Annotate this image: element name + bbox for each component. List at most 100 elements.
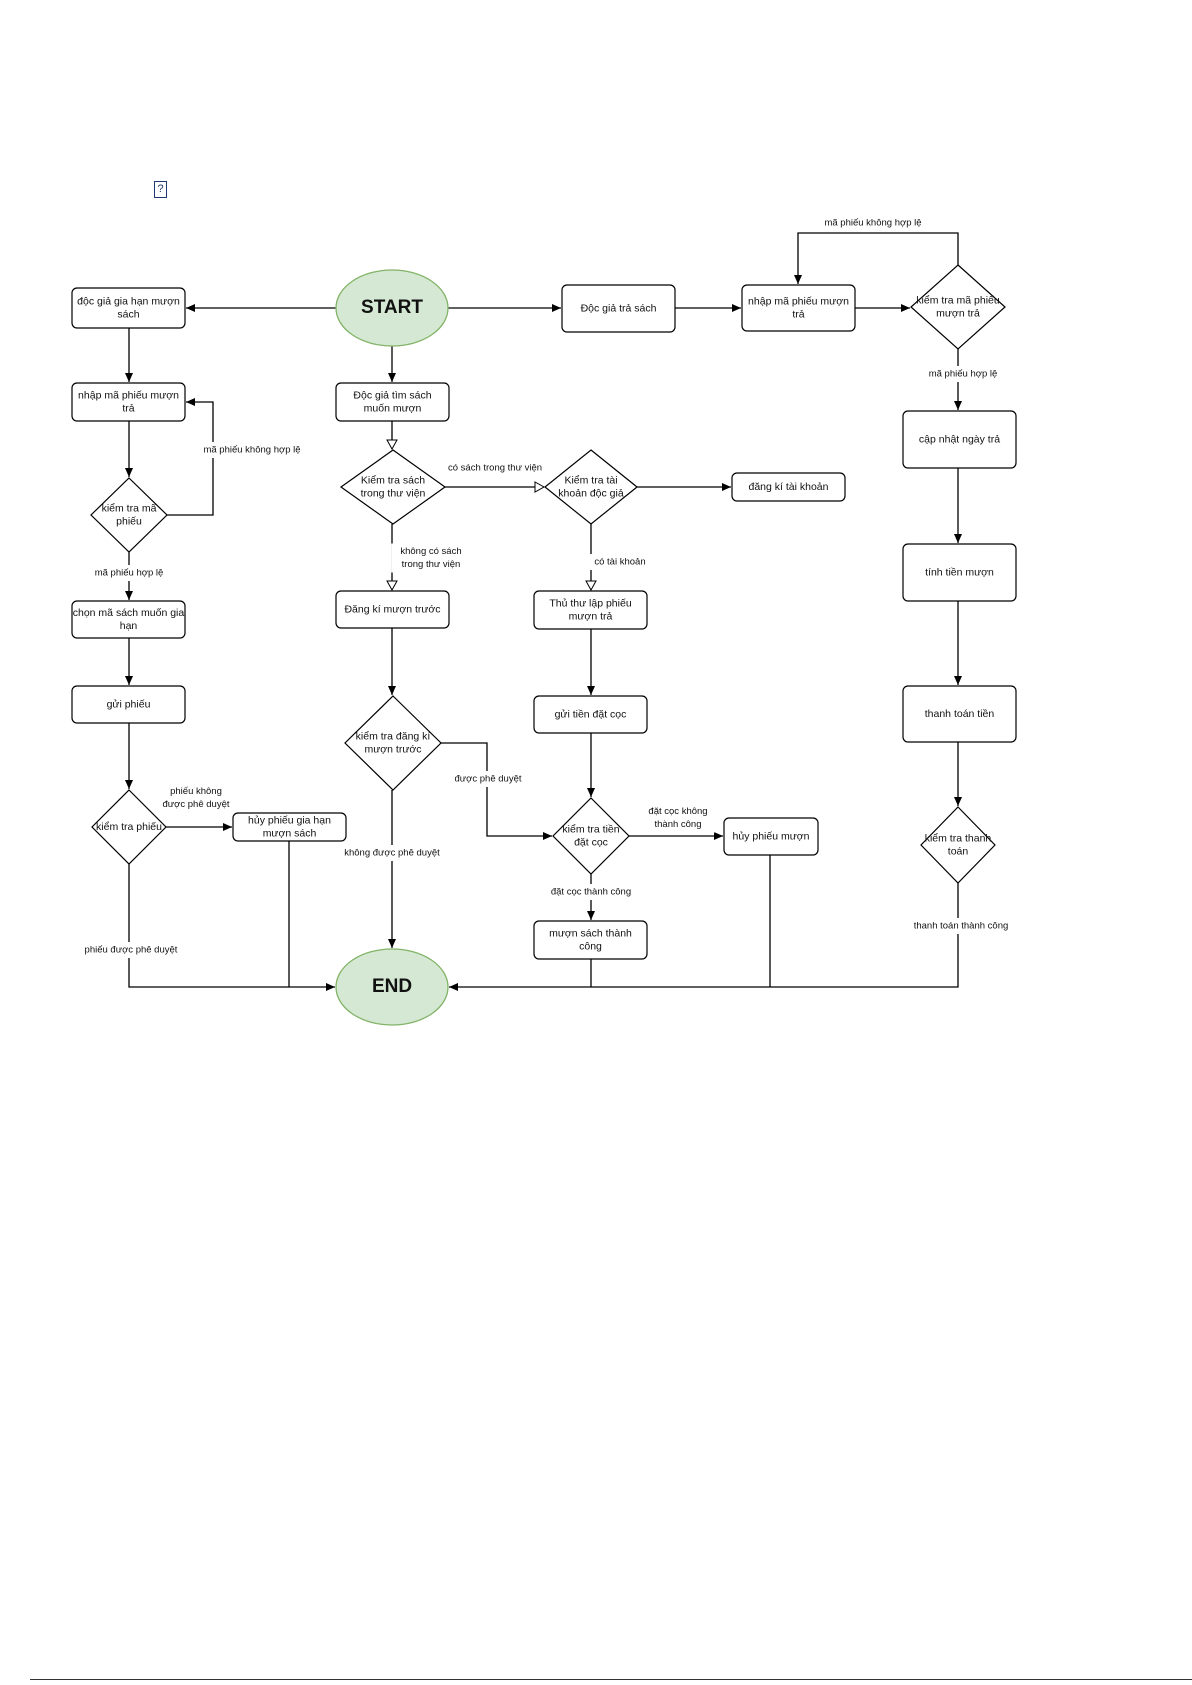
find-book-label-line-1: Độc giả tìm sách — [353, 389, 431, 401]
edge-label-bg-no-book — [391, 543, 471, 573]
librarian-label-line-2: mượn trả — [569, 610, 613, 622]
pre-register-box — [335, 590, 450, 629]
ext-check-code-label-line-1: kiểm tra mã — [102, 502, 157, 514]
pre-register-label: Đăng kí mượn trước — [344, 603, 440, 615]
ret-enter-label-line-1: nhập mã phiếu mượn — [748, 295, 849, 307]
edge-label-pay-ok: thanh toán thành công — [914, 921, 1009, 932]
ret-enter-box — [741, 284, 856, 332]
ext-choose-label-line-2: hạn — [120, 620, 138, 632]
check-deposit-decision — [552, 797, 630, 875]
ext-enter-label-line-1: nhập mã phiếu mượn — [78, 389, 179, 401]
ext-check-code-label-line-2: phiếu — [116, 515, 142, 527]
check-pay-decision — [920, 806, 996, 884]
edge-label-deposit-fail-line-2: thành công — [654, 819, 701, 830]
page-bottom-rule — [30, 1679, 1192, 1680]
edge-label-slip-approved: phiếu được phê duyệt — [85, 945, 178, 956]
return-req-label: Độc giả trả sách — [581, 302, 657, 314]
edge-label-valid-left: mã phiếu hợp lệ — [95, 568, 164, 579]
edge-label-bg-valid-left — [86, 565, 172, 581]
check-book-label-line-2: trong thư viện — [361, 487, 426, 499]
check-account-decision — [544, 449, 638, 525]
edge-label-invalid-left: mã phiếu không hợp lệ — [203, 445, 300, 456]
ext-cancel-label-line-2: mượn sách — [263, 827, 317, 839]
ext-cancel-box — [232, 812, 347, 842]
edge-label-pre-not-approved: không được phê duyệt — [344, 848, 440, 859]
edge-label-bg-pay-ok — [902, 918, 1020, 934]
check-pay-label-line-1: kiểm tra thanh — [925, 832, 992, 844]
edge-label-not-approved-line-1: phiếu không — [170, 786, 222, 797]
ret-check-label-line-2: mượn trả — [936, 307, 980, 319]
update-date-label: cập nhật ngày trả — [919, 433, 1000, 445]
calc-fee-label: tính tiền mượn — [925, 566, 994, 578]
edge-label-has-account: có tài khoản — [594, 557, 645, 568]
edge-invalid-code-loop — [167, 398, 214, 516]
edge-label-has-book: có sách trong thư viện — [448, 463, 542, 474]
ext-cancel-label-line-1: hủy phiếu gia hạn — [248, 814, 331, 826]
ext-choose-box — [71, 600, 186, 639]
check-pre-decision — [344, 695, 442, 791]
borrow-ok-box — [533, 920, 648, 960]
pay-label: thanh toán tiền — [925, 708, 995, 720]
ext-check-slip-decision — [91, 789, 167, 865]
edge-label-no-book-line-1: không có sách — [400, 546, 461, 557]
register-account-box — [731, 472, 846, 502]
pay-box — [902, 685, 1017, 743]
ext-req-label-line-2: sách — [117, 308, 139, 320]
borrow-ok-label-line-2: công — [579, 940, 602, 952]
check-pay-label-line-2: toán — [948, 845, 969, 857]
edge-label-approved: được phê duyệt — [455, 774, 522, 785]
check-pre-label-line-1: kiểm tra đăng kí — [356, 730, 431, 742]
ext-send-label: gửi phiếu — [107, 698, 151, 710]
edge-label-bg-deposit-fail — [640, 803, 716, 833]
ret-check-decision — [910, 264, 1006, 350]
edge-label-invalid-right: mã phiếu không hợp lệ — [824, 218, 921, 229]
check-account-label-line-2: khoản độc giả — [558, 487, 624, 499]
missing-image-icon: ? — [154, 181, 167, 198]
cancel-borrow-label: hủy phiếu mượn — [733, 830, 810, 842]
end-label: END — [372, 976, 412, 997]
edge-label-bg-slip-approved — [75, 942, 187, 958]
cancel-borrow-box — [723, 817, 819, 856]
librarian-box — [533, 590, 648, 630]
deposit-box — [533, 695, 648, 734]
check-book-decision — [339, 449, 447, 525]
edge-label-bg-has-book — [433, 460, 557, 476]
find-book-label-line-2: muốn mượn — [364, 402, 422, 414]
edge-invalid-code-loop-right — [794, 232, 959, 284]
find-book-box — [335, 382, 450, 422]
edge-label-bg-invalid-left — [193, 442, 311, 458]
ext-enter-label-line-2: trả — [122, 402, 134, 414]
edge-label-bg-approved — [448, 771, 528, 787]
edge-label-not-approved-line-2: được phê duyệt — [163, 799, 230, 810]
start-label: START — [361, 297, 423, 318]
ret-enter-label-line-2: trả — [792, 308, 804, 320]
edge-label-deposit-fail-line-1: đặt cọc không — [648, 806, 707, 817]
librarian-label-line-1: Thủ thư lập phiếu — [549, 597, 631, 609]
check-deposit-label-line-2: đặt cọc — [574, 836, 608, 848]
edge-slip-approved-to-end — [128, 864, 335, 991]
start-terminal — [335, 269, 449, 347]
ext-enter-box — [71, 382, 186, 422]
calc-fee-box — [902, 543, 1017, 602]
check-account-label-line-1: Kiểm tra tài — [564, 474, 617, 486]
ext-req-label-line-1: độc giả gia hạn mượn — [77, 295, 180, 307]
edge-right-column-to-end — [449, 883, 959, 991]
borrow-ok-label-line-1: mượn sách thành — [549, 927, 632, 939]
ext-check-slip-label: kiểm tra phiếu — [96, 821, 162, 833]
edge-label-bg-invalid-right — [814, 215, 932, 231]
edge-label-bg-not-approved — [156, 783, 236, 813]
update-date-box — [902, 410, 1017, 469]
ext-req-box — [71, 287, 186, 329]
return-req-box — [561, 284, 676, 333]
edge-label-bg-has-account — [585, 554, 655, 570]
check-deposit-label-line-1: kiểm tra tiền — [562, 823, 619, 835]
edge-label-bg-pre-not-approved — [336, 845, 448, 861]
edge-label-no-book-line-2: trong thư viện — [402, 559, 461, 570]
deposit-label: gửi tiền đặt cọc — [555, 708, 627, 720]
edge-pre-approved — [441, 742, 552, 840]
ext-check-code-decision — [90, 477, 168, 553]
register-account-label: đăng kí tài khoản — [749, 481, 829, 493]
check-pre-label-line-2: mượn trước — [365, 743, 422, 755]
edge-label-bg-deposit-ok — [540, 884, 642, 900]
